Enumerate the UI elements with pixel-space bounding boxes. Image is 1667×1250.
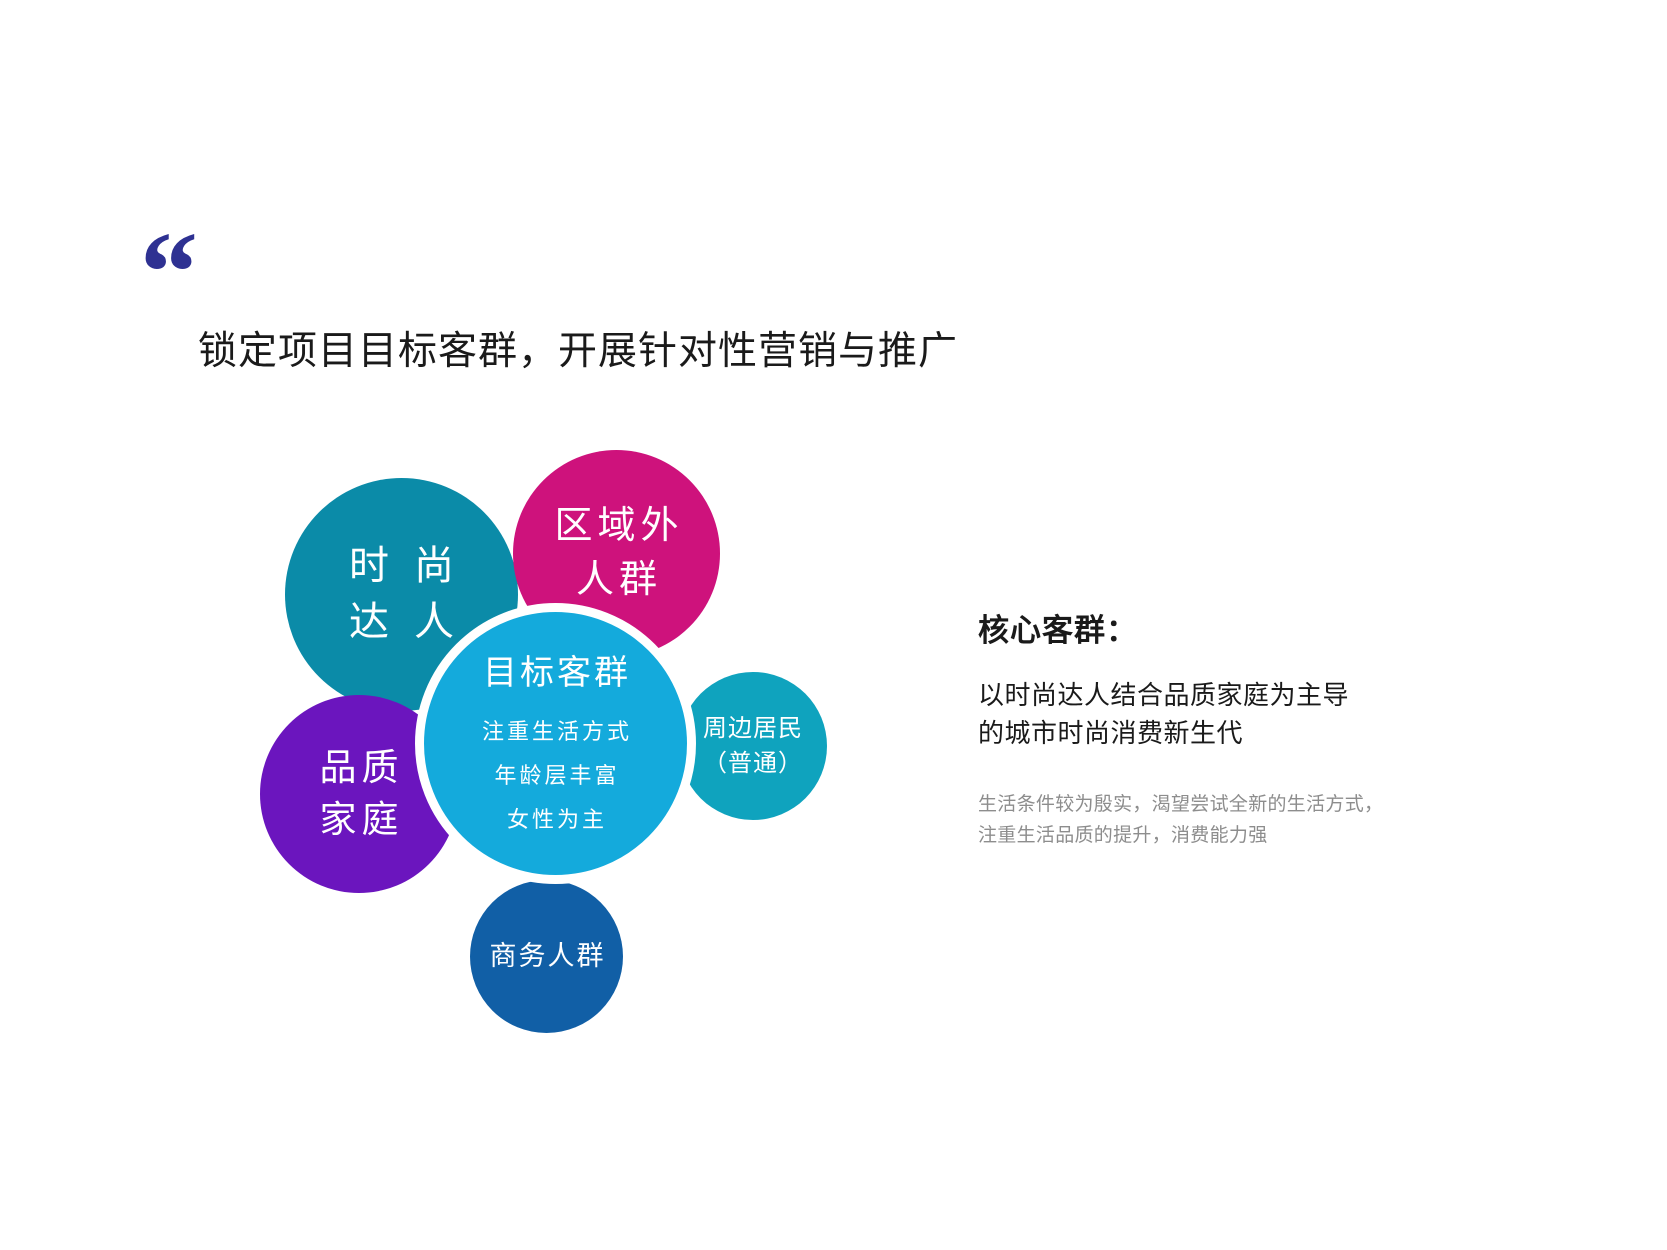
bubble-label-line-1: 周边居民 [703,714,803,742]
bubble-label-line-2: （普通） [703,750,803,777]
slide-header: “ 锁定项目目标客群，开展针对性营销与推广 [140,209,1140,376]
core-panel-body-line-1: 以时尚达人结合品质家庭为主导 [978,680,1350,710]
bubble-label-line-2: 家庭 [319,799,404,840]
bubble-label-line-1: 商务人群 [489,940,606,971]
bubble-label-line-2: 达 人 [348,599,462,644]
core-panel-note: 生活条件较为殷实，渴望尝试全新的生活方式， 注重生活品质的提升，消费能力强 [978,789,1448,852]
bubble-nearby-residents[interactable]: 周边居民 （普通） [679,672,827,820]
bubble-core-attribute-1: 注重生活方式 [481,719,632,744]
core-panel-note-line-1: 生活条件较为殷实，渴望尝试全新的生活方式， [978,793,1384,815]
bubble-label-line-1: 区域外 [554,504,684,547]
page-title: 锁定项目目标客群，开展针对性营销与推广 [198,330,959,373]
bubble-core-target-audience[interactable]: 目标客群 注重生活方式 年龄层丰富 女性为主 [415,603,696,884]
bubble-core-attribute-3: 女性为主 [506,807,607,832]
bubble-business-crowd[interactable]: 商务人群 [470,880,623,1033]
bubble-core-attribute-2: 年龄层丰富 [494,763,620,788]
core-panel-heading: 核心客群： [978,613,1138,648]
left-double-quote-icon: “ [140,209,200,337]
core-panel-note-line-2: 注重生活品质的提升，消费能力强 [978,825,1268,847]
core-audience-panel: 核心客群： 以时尚达人结合品质家庭为主导 的城市时尚消费新生代 生活条件较为殷实… [978,605,1448,852]
bubble-fashion-influencers[interactable]: 时 尚 达 人 [285,478,518,711]
core-panel-body-line-2: 的城市时尚消费新生代 [978,718,1244,749]
target-audience-bubble-diagram: 时 尚 达 人 区域外 人群 品质 家庭 周边居民 （普通） 商务人群 目标客群… [255,440,875,1033]
bubble-label-line-1: 时 尚 [348,544,462,589]
bubble-label-line-1: 品质 [319,747,404,789]
bubble-core-title: 目标客群 [483,654,631,692]
bubble-label-line-2: 人群 [575,558,662,601]
